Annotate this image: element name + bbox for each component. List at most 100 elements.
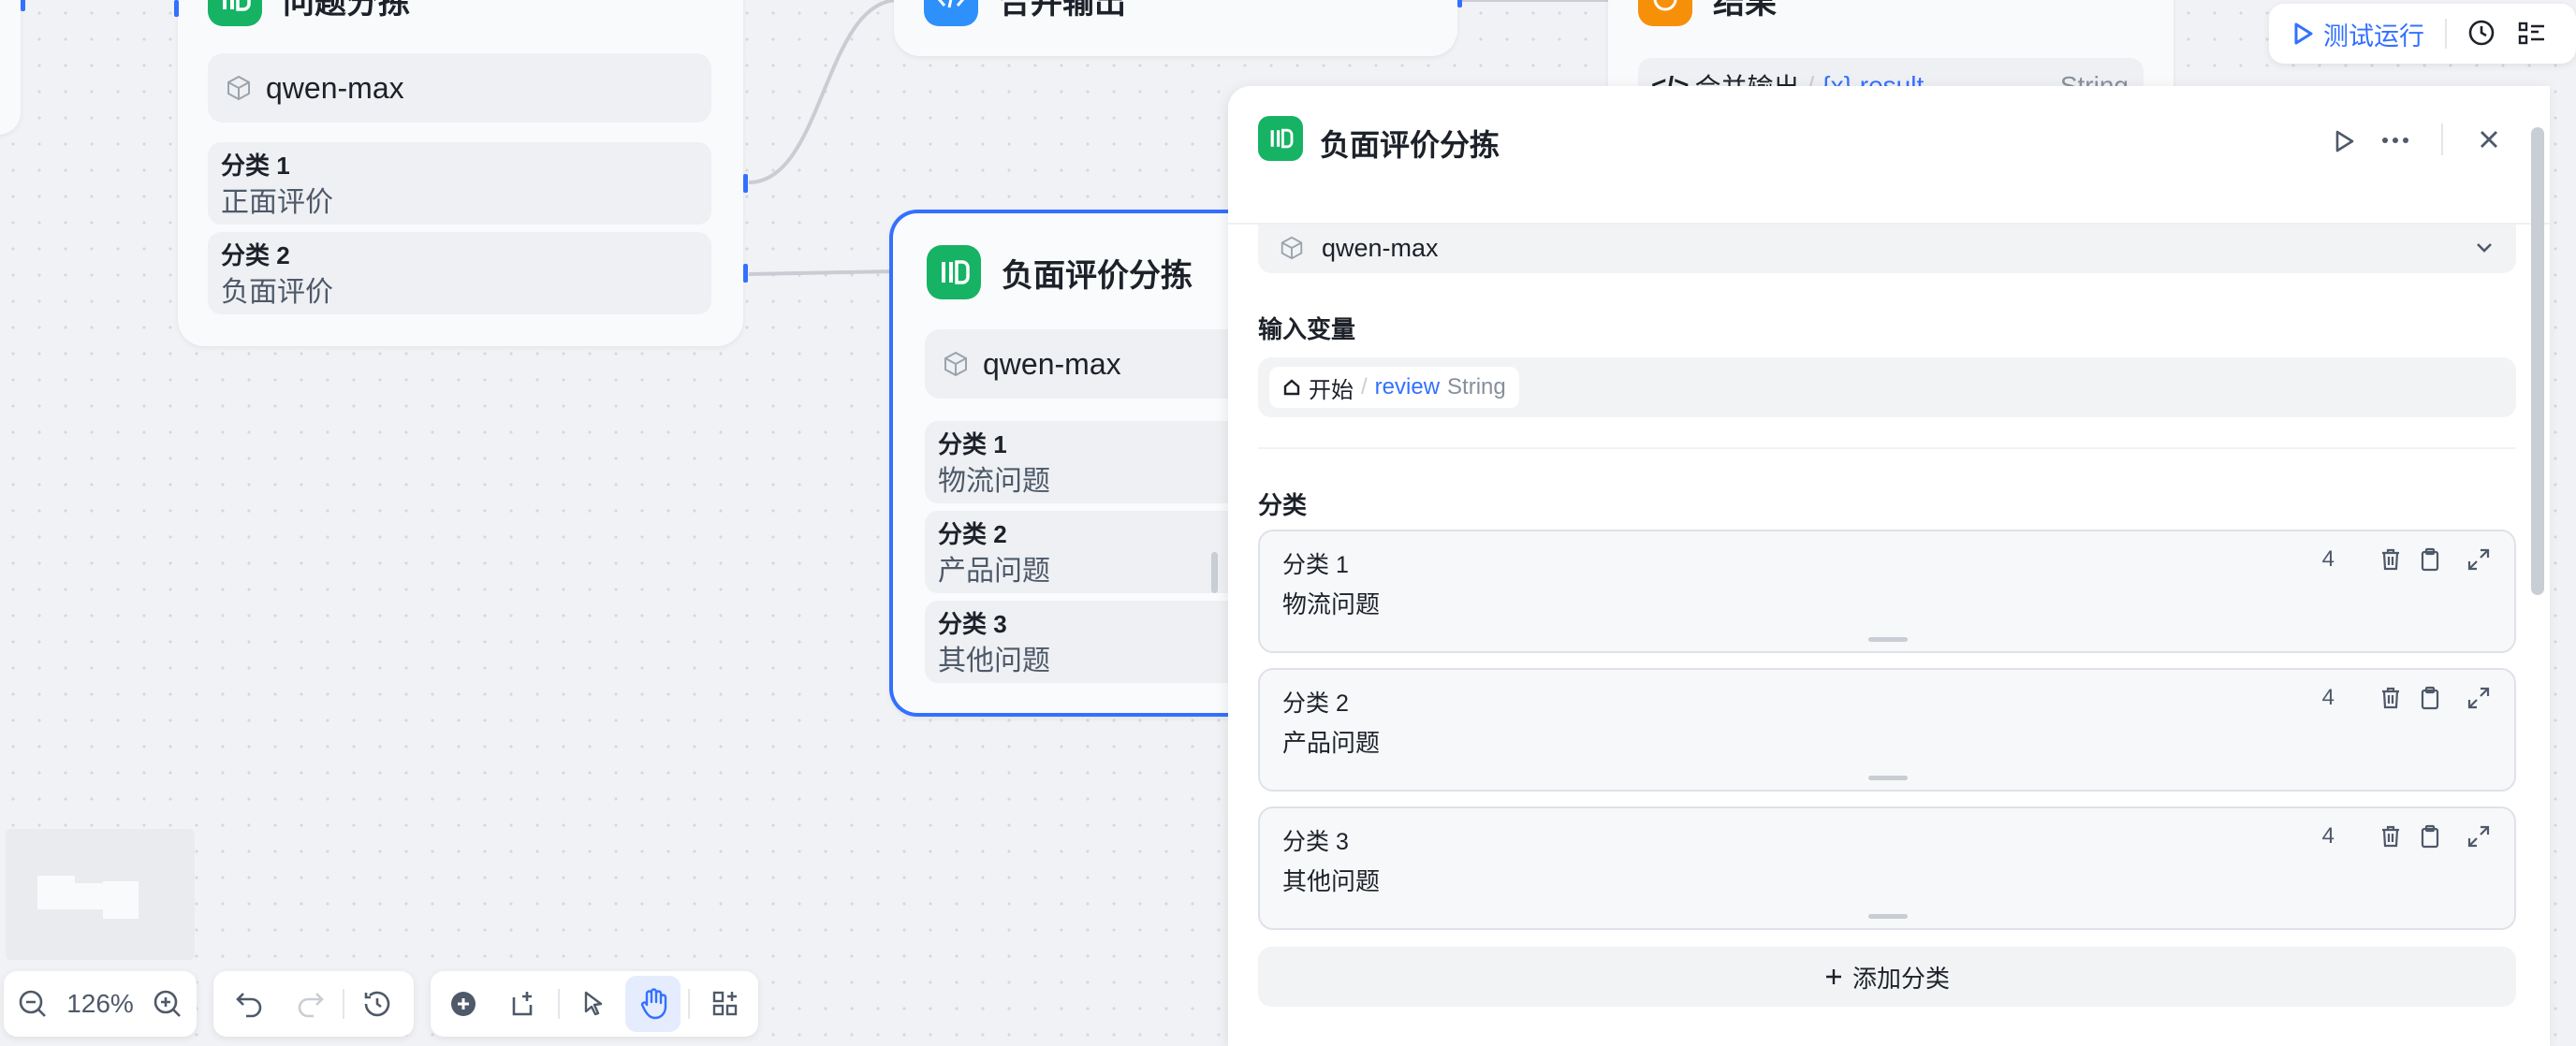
model-name: qwen-max [1322, 233, 1439, 262]
organize-layout-button[interactable] [697, 976, 753, 1032]
expand-icon[interactable] [2466, 546, 2492, 573]
path-separator: / [1808, 71, 1815, 101]
class-card-value[interactable]: 产品问题 [1282, 729, 1381, 757]
trash-icon[interactable] [2378, 823, 2404, 850]
class-value: 物流问题 [938, 466, 1050, 497]
close-icon[interactable] [2479, 129, 2499, 150]
divider [557, 989, 560, 1019]
history-run-button[interactable] [2467, 19, 2497, 49]
class-card[interactable]: 分类 3 其他问题 4 [1258, 806, 2516, 930]
node-question-classifier[interactable]: 问题分拣 qwen-max 分类 1 正面评价 分类 2 负面评价 [174, 0, 748, 346]
pointer-icon [584, 991, 603, 1016]
canvas-tools [431, 971, 758, 1037]
pointer-mode-button[interactable] [567, 976, 622, 1032]
model-selector[interactable]: qwen-max [1258, 223, 2516, 273]
class-output-handle[interactable] [743, 264, 748, 283]
panel-title[interactable]: 负面评价分拣 [1320, 128, 1500, 162]
plus-circle-icon [451, 992, 476, 1016]
model-name: qwen-max [983, 346, 1121, 381]
version-history-button[interactable] [350, 976, 404, 1032]
zoom-out-icon[interactable] [17, 988, 49, 1020]
prev-node-output-handle[interactable] [21, 0, 25, 11]
class-char-count: 4 [2321, 823, 2334, 849]
trash-icon[interactable] [2378, 546, 2404, 573]
class-card[interactable]: 分类 1 物流问题 4 [1258, 530, 2516, 653]
divider [1258, 447, 2516, 449]
edge-negative-to-classifier [748, 269, 898, 276]
run-node-icon[interactable] [2334, 129, 2355, 153]
copy-icon[interactable] [2417, 685, 2443, 711]
node-config-panel: 负面评价分拣 qwen-max 输入变量 开始 / review String … [1228, 86, 2550, 1046]
node-title: 问题分拣 [283, 0, 410, 21]
add-note-button[interactable] [495, 976, 550, 1032]
hand-mode-button[interactable] [625, 976, 681, 1032]
variable-source: 开始 [1309, 377, 1354, 403]
class-card-label: 分类 1 [1282, 552, 1349, 578]
class-value: 正面评价 [221, 187, 333, 218]
class-label: 分类 3 [938, 610, 1007, 638]
input-variable-field[interactable]: 开始 / review String [1258, 357, 2516, 417]
variable-name: review [1374, 374, 1441, 400]
class-label: 分类 2 [221, 241, 290, 269]
test-run-button[interactable]: 测试运行 [2293, 16, 2424, 52]
copy-icon[interactable] [2417, 546, 2443, 573]
clock-play-icon [2468, 20, 2495, 46]
trash-icon[interactable] [2378, 685, 2404, 711]
class-item[interactable]: 分类 2 负面评价 [208, 232, 711, 314]
minimap-node [103, 881, 139, 919]
class-card-value[interactable]: 物流问题 [1282, 590, 1381, 618]
model-name: qwen-max [266, 70, 404, 105]
scroll-indicator[interactable] [1211, 552, 1218, 593]
panel-scrollbar[interactable] [2531, 127, 2544, 595]
minimap-node [69, 883, 107, 909]
class-output-handle[interactable] [743, 174, 748, 193]
classifier-icon [208, 0, 262, 26]
checklist-button[interactable] [2518, 20, 2546, 48]
undo-button[interactable] [223, 976, 277, 1032]
class-label: 分类 1 [938, 430, 1007, 458]
more-icon[interactable] [2381, 137, 2409, 144]
class-card-value[interactable]: 其他问题 [1282, 867, 1381, 895]
add-class-button[interactable]: 添加分类 [1258, 947, 2516, 1007]
zoom-level[interactable]: 126% [66, 989, 134, 1018]
chevron-down-icon [2477, 243, 2492, 253]
divider [343, 989, 344, 1019]
expand-icon[interactable] [2466, 685, 2492, 711]
model-selector[interactable]: qwen-max [208, 53, 711, 123]
classifier-icon [1258, 116, 1303, 161]
model-cube-icon [227, 75, 250, 101]
node-merge-output[interactable]: 合并输出 [894, 0, 1462, 56]
class-char-count: 4 [2321, 685, 2334, 710]
node-title: 结果 [1713, 0, 1777, 21]
checklist-icon [2518, 22, 2544, 45]
class-section-label: 分类 [1258, 491, 1308, 519]
variable-chip[interactable]: 开始 / review String [1269, 367, 1519, 408]
plus-icon [1825, 969, 1841, 984]
divider [2441, 123, 2443, 155]
class-item[interactable]: 分类 1 正面评价 [208, 142, 711, 225]
variable-type: String [1447, 374, 1506, 400]
resize-handle[interactable] [1868, 914, 1908, 919]
resize-handle[interactable] [1868, 637, 1908, 642]
classifier-icon [927, 245, 981, 299]
prev-node-stub[interactable] [0, 0, 21, 135]
add-node-button[interactable] [436, 976, 491, 1032]
copy-icon[interactable] [2417, 823, 2443, 850]
model-cube-icon [1281, 236, 1303, 260]
node-output-handle[interactable] [1457, 0, 1462, 7]
minimap-node [37, 876, 75, 909]
edge-positive-to-merge [748, 0, 900, 184]
node-title: 合并输出 [999, 0, 1126, 21]
node-input-handle[interactable] [174, 0, 179, 17]
class-card[interactable]: 分类 2 产品问题 4 [1258, 668, 2516, 792]
history-icon [364, 991, 390, 1017]
expand-icon[interactable] [2466, 823, 2492, 850]
minimap[interactable] [6, 829, 195, 960]
redo-button[interactable] [283, 976, 337, 1032]
add-class-label: 添加分类 [1852, 964, 1950, 993]
test-run-label: 测试运行 [2323, 22, 2424, 51]
undo-icon [236, 993, 262, 1018]
resize-handle[interactable] [1868, 776, 1908, 780]
top-actions: 测试运行 [2269, 4, 2576, 64]
zoom-in-icon[interactable] [152, 988, 183, 1020]
